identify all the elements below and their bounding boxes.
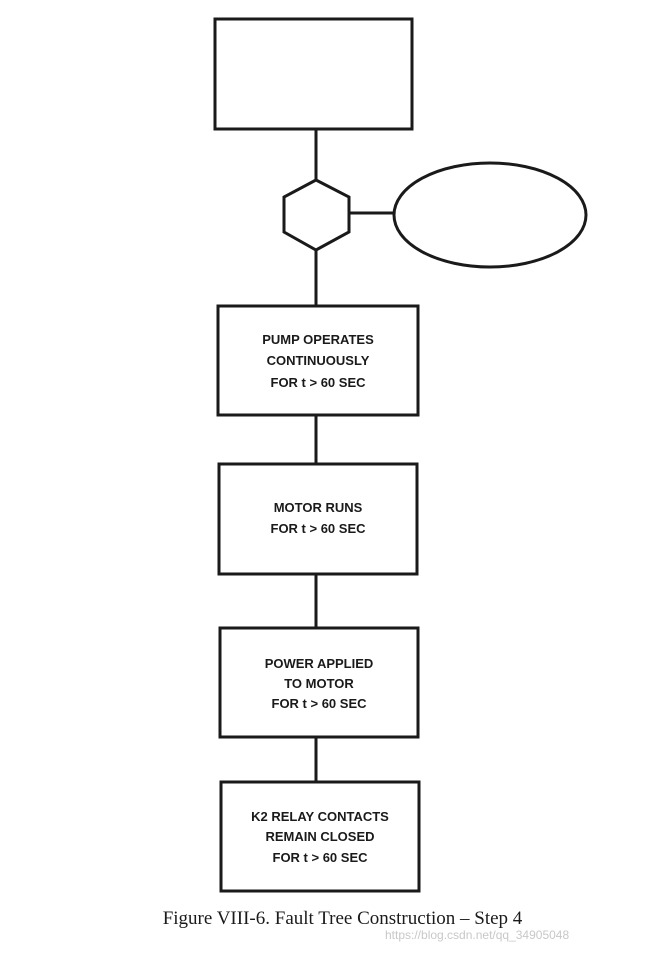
power-event-label-line-2: TO MOTOR	[284, 676, 354, 691]
figure-caption: Figure VIII-6. Fault Tree Construction –…	[0, 908, 655, 930]
fault-tree-diagram: PUMP OPERATES CONTINUOUSLY FOR t > 60 SE…	[213, 17, 588, 893]
power-event-label-line-3: FOR t > 60 SEC	[272, 696, 368, 711]
inhibit-gate-hexagon	[282, 178, 351, 252]
motor-event-box	[217, 462, 419, 576]
pump-event-label-line-3: FOR t > 60 SEC	[271, 375, 367, 390]
relay-event-label-line-1: K2 RELAY CONTACTS	[251, 809, 389, 824]
condition-ellipse	[392, 161, 588, 269]
motor-event-label-line-2: FOR t > 60 SEC	[271, 521, 367, 536]
power-event-label-line-1: POWER APPLIED	[265, 656, 374, 671]
pump-event-box	[216, 304, 420, 417]
pump-event-label-line-2: CONTINUOUSLY	[267, 353, 370, 368]
top-event-box	[213, 17, 414, 131]
figure-caption-text: Figure VIII-6. Fault Tree Construction –…	[162, 908, 523, 929]
relay-event-label-line-2: REMAIN CLOSED	[265, 829, 374, 844]
relay-event-label-line-3: FOR t > 60 SEC	[273, 850, 369, 865]
watermark-url: https://blog.csdn.net/qq_34905048	[385, 928, 570, 942]
motor-event-label-line-1: MOTOR RUNS	[274, 500, 363, 515]
pump-event-label-line-1: PUMP OPERATES	[262, 332, 374, 347]
relay-event-box	[219, 780, 421, 893]
power-event-box	[218, 626, 420, 739]
